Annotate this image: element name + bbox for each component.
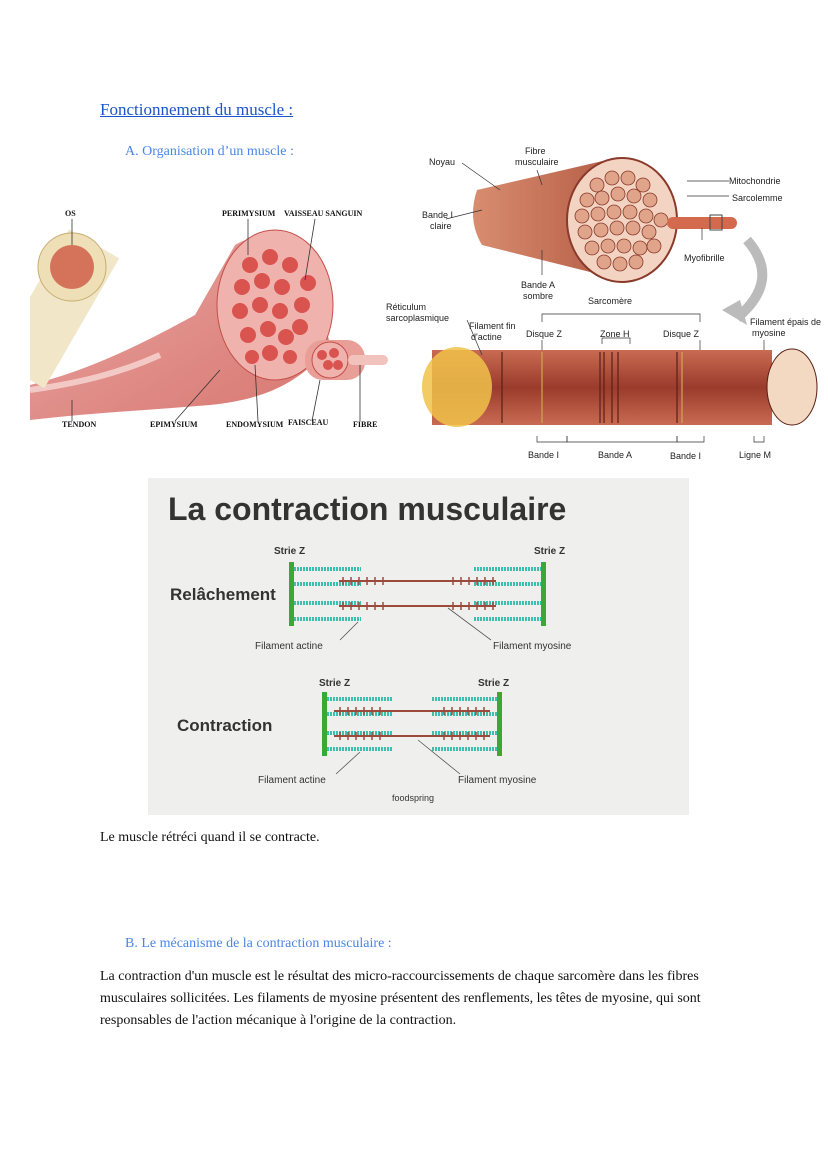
label-epimysium: EPIMYSIUM	[150, 420, 198, 429]
page-title: Fonctionnement du muscle :	[100, 100, 294, 119]
filament-myosine-contract: Filament myosine	[458, 775, 537, 786]
label-reticulum-1: Réticulum	[386, 302, 426, 312]
label-reticulum-2: sarcoplasmique	[386, 313, 449, 323]
label-vaisseau-sanguin: VAISSEAU SANGUIN	[284, 209, 363, 218]
myofibril-bundles	[574, 170, 669, 272]
label-os: OS	[65, 209, 76, 218]
section-b-heading: B. Le mécanisme de la contraction muscul…	[125, 936, 392, 951]
myofibril-end	[766, 348, 818, 426]
sarcoplasmic-reticulum	[422, 347, 492, 427]
bone-marrow	[50, 245, 94, 289]
label-fibre: FIBRE	[353, 420, 377, 429]
infographic-background	[148, 478, 689, 815]
myofibril-out	[667, 217, 737, 229]
label-myofibrille: Myofibrille	[684, 253, 725, 263]
strie-z-relax-right: Strie Z	[534, 546, 565, 557]
label-filament-fin-1: Filament fin	[469, 321, 516, 331]
muscle-fascicles	[232, 249, 316, 364]
strie-z-contract-right: Strie Z	[478, 678, 509, 689]
section-a-heading: A. Organisation d’un muscle :	[125, 144, 294, 159]
strie-z-contract-left: Strie Z	[319, 678, 350, 689]
contraction-infographic: La contraction musculaire Strie Z Strie …	[148, 478, 689, 815]
zoom-arrow	[733, 236, 768, 322]
label-filament-epais-2: myosine	[752, 328, 786, 338]
filament-actine-relax: Filament actine	[255, 641, 323, 652]
contraction-sentence: Le muscle rétréci quand il se contracte.	[100, 830, 320, 845]
label-noyau: Noyau	[429, 157, 455, 167]
contracted-sarcomere	[322, 692, 502, 775]
label-disque-z-left: Disque Z	[526, 329, 563, 339]
label-sarcolemme: Sarcolemme	[732, 193, 783, 203]
filament-myosine-relax: Filament myosine	[493, 641, 572, 652]
muscle-organisation-diagram: OS PERIMYSIUM VAISSEAU SANGUIN TENDON EP…	[30, 209, 388, 429]
label-bande-a-2: sombre	[523, 291, 553, 301]
label-bande-i-2: claire	[430, 221, 452, 231]
label-contraction: Contraction	[177, 716, 272, 735]
label-bottom-bande-i-left: Bande I	[528, 450, 559, 460]
muscle-fibre-diagram: Noyau Fibre musculaire Mitochondrie Sarc…	[386, 146, 821, 461]
brand-logo: foodspring	[392, 793, 434, 803]
label-bande-a-1: Bande A	[521, 280, 555, 290]
label-disque-z-right: Disque Z	[663, 329, 700, 339]
label-perimysium: PERIMYSIUM	[222, 209, 276, 218]
label-filament-fin-2: d'actine	[471, 332, 502, 342]
label-filament-epais-1: Filament épais de	[750, 317, 821, 327]
label-bottom-bande-i-right: Bande I	[670, 451, 701, 461]
label-tendon: TENDON	[62, 420, 96, 429]
label-ligne-m: Ligne M	[739, 450, 771, 460]
single-fibre	[348, 355, 388, 365]
label-fibre-1: Fibre	[525, 146, 546, 156]
label-endomysium: ENDOMYSIUM	[226, 420, 284, 429]
relaxed-sarcomere	[289, 562, 546, 641]
strie-z-relax-left: Strie Z	[274, 546, 305, 557]
label-mitochondrie: Mitochondrie	[729, 176, 781, 186]
label-faisceau: FAISCEAU	[288, 418, 329, 427]
label-zone-h: Zone H	[600, 329, 630, 339]
mechanism-paragraph: La contraction d'un muscle est le résult…	[100, 969, 701, 1028]
label-bottom-bande-a: Bande A	[598, 450, 632, 460]
label-sarcomere: Sarcomère	[588, 296, 632, 306]
label-relachement: Relâchement	[170, 585, 276, 604]
label-fibre-2: musculaire	[515, 157, 559, 167]
infographic-title: La contraction musculaire	[168, 491, 566, 527]
label-bande-i-1: Bande I	[422, 210, 453, 220]
filament-actine-contract: Filament actine	[258, 775, 326, 786]
